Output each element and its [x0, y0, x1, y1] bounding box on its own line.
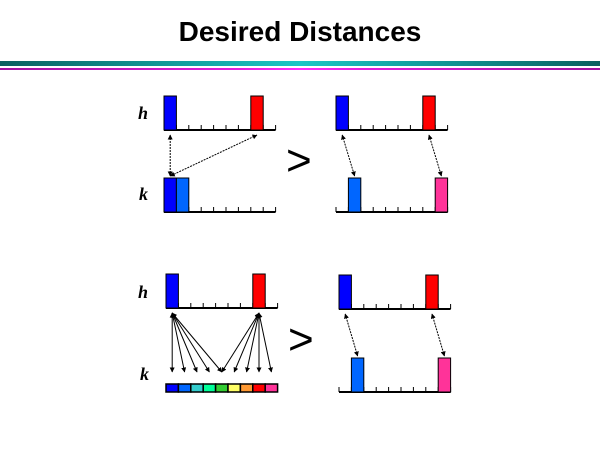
distance-arrow: [245, 312, 261, 373]
panel-top-right: [335, 95, 449, 213]
distance-arrow: [221, 312, 260, 373]
h-bar-blue: [163, 95, 177, 131]
panel-bottom-right: [338, 274, 452, 393]
title-rule-teal: [0, 61, 600, 66]
k-palette-bin: [264, 383, 279, 393]
title-rule-magenta: [0, 68, 600, 70]
label-k-top: k: [139, 184, 148, 204]
k-palette-bin: [202, 383, 217, 393]
k-palette-bin: [227, 383, 242, 393]
k-palette-bin: [239, 383, 254, 393]
h-bar-blue: [338, 274, 352, 310]
h-bar-blue: [335, 95, 349, 131]
distance-arrow: [171, 312, 198, 373]
h-bar-blue: [165, 273, 179, 309]
label-h-bottom: h: [138, 282, 148, 302]
k-palette-bin: [214, 383, 229, 393]
distance-arrow: [171, 312, 210, 373]
label-h-top: h: [138, 103, 148, 123]
label-k-bottom: k: [140, 364, 149, 384]
greater-than-top: >: [286, 136, 312, 185]
k-palette-bin: [165, 383, 180, 393]
h-bar-red: [425, 274, 439, 310]
distance-arrow: [169, 134, 258, 177]
k-palette-bin: [252, 383, 266, 393]
k-bar-light_blue: [175, 177, 190, 213]
k-bar-light_blue: [350, 357, 365, 393]
k-palette-bin: [177, 383, 192, 393]
distance-arrow: [233, 312, 260, 373]
distance-arrow: [341, 134, 356, 177]
h-bar-red: [250, 95, 264, 131]
k-bar-pink: [437, 357, 452, 393]
panel-top-left: [163, 95, 277, 213]
greater-than-bottom: >: [288, 315, 314, 364]
distance-arrow: [257, 312, 273, 373]
distance-arrow: [170, 312, 187, 373]
k-bar-pink: [434, 177, 449, 213]
h-bar-red: [422, 95, 436, 131]
k-palette-bin: [190, 383, 204, 393]
k-bar-blue: [163, 177, 177, 213]
h-bar-red: [252, 273, 266, 309]
panel-bottom-left: [165, 273, 279, 393]
distance-arrow: [344, 313, 359, 357]
distance-arrow: [430, 313, 446, 357]
distance-arrow: [427, 134, 443, 177]
distance-arrow: [171, 312, 223, 373]
slide-title: Desired Distances: [178, 16, 422, 47]
k-bar-light_blue: [347, 177, 362, 213]
